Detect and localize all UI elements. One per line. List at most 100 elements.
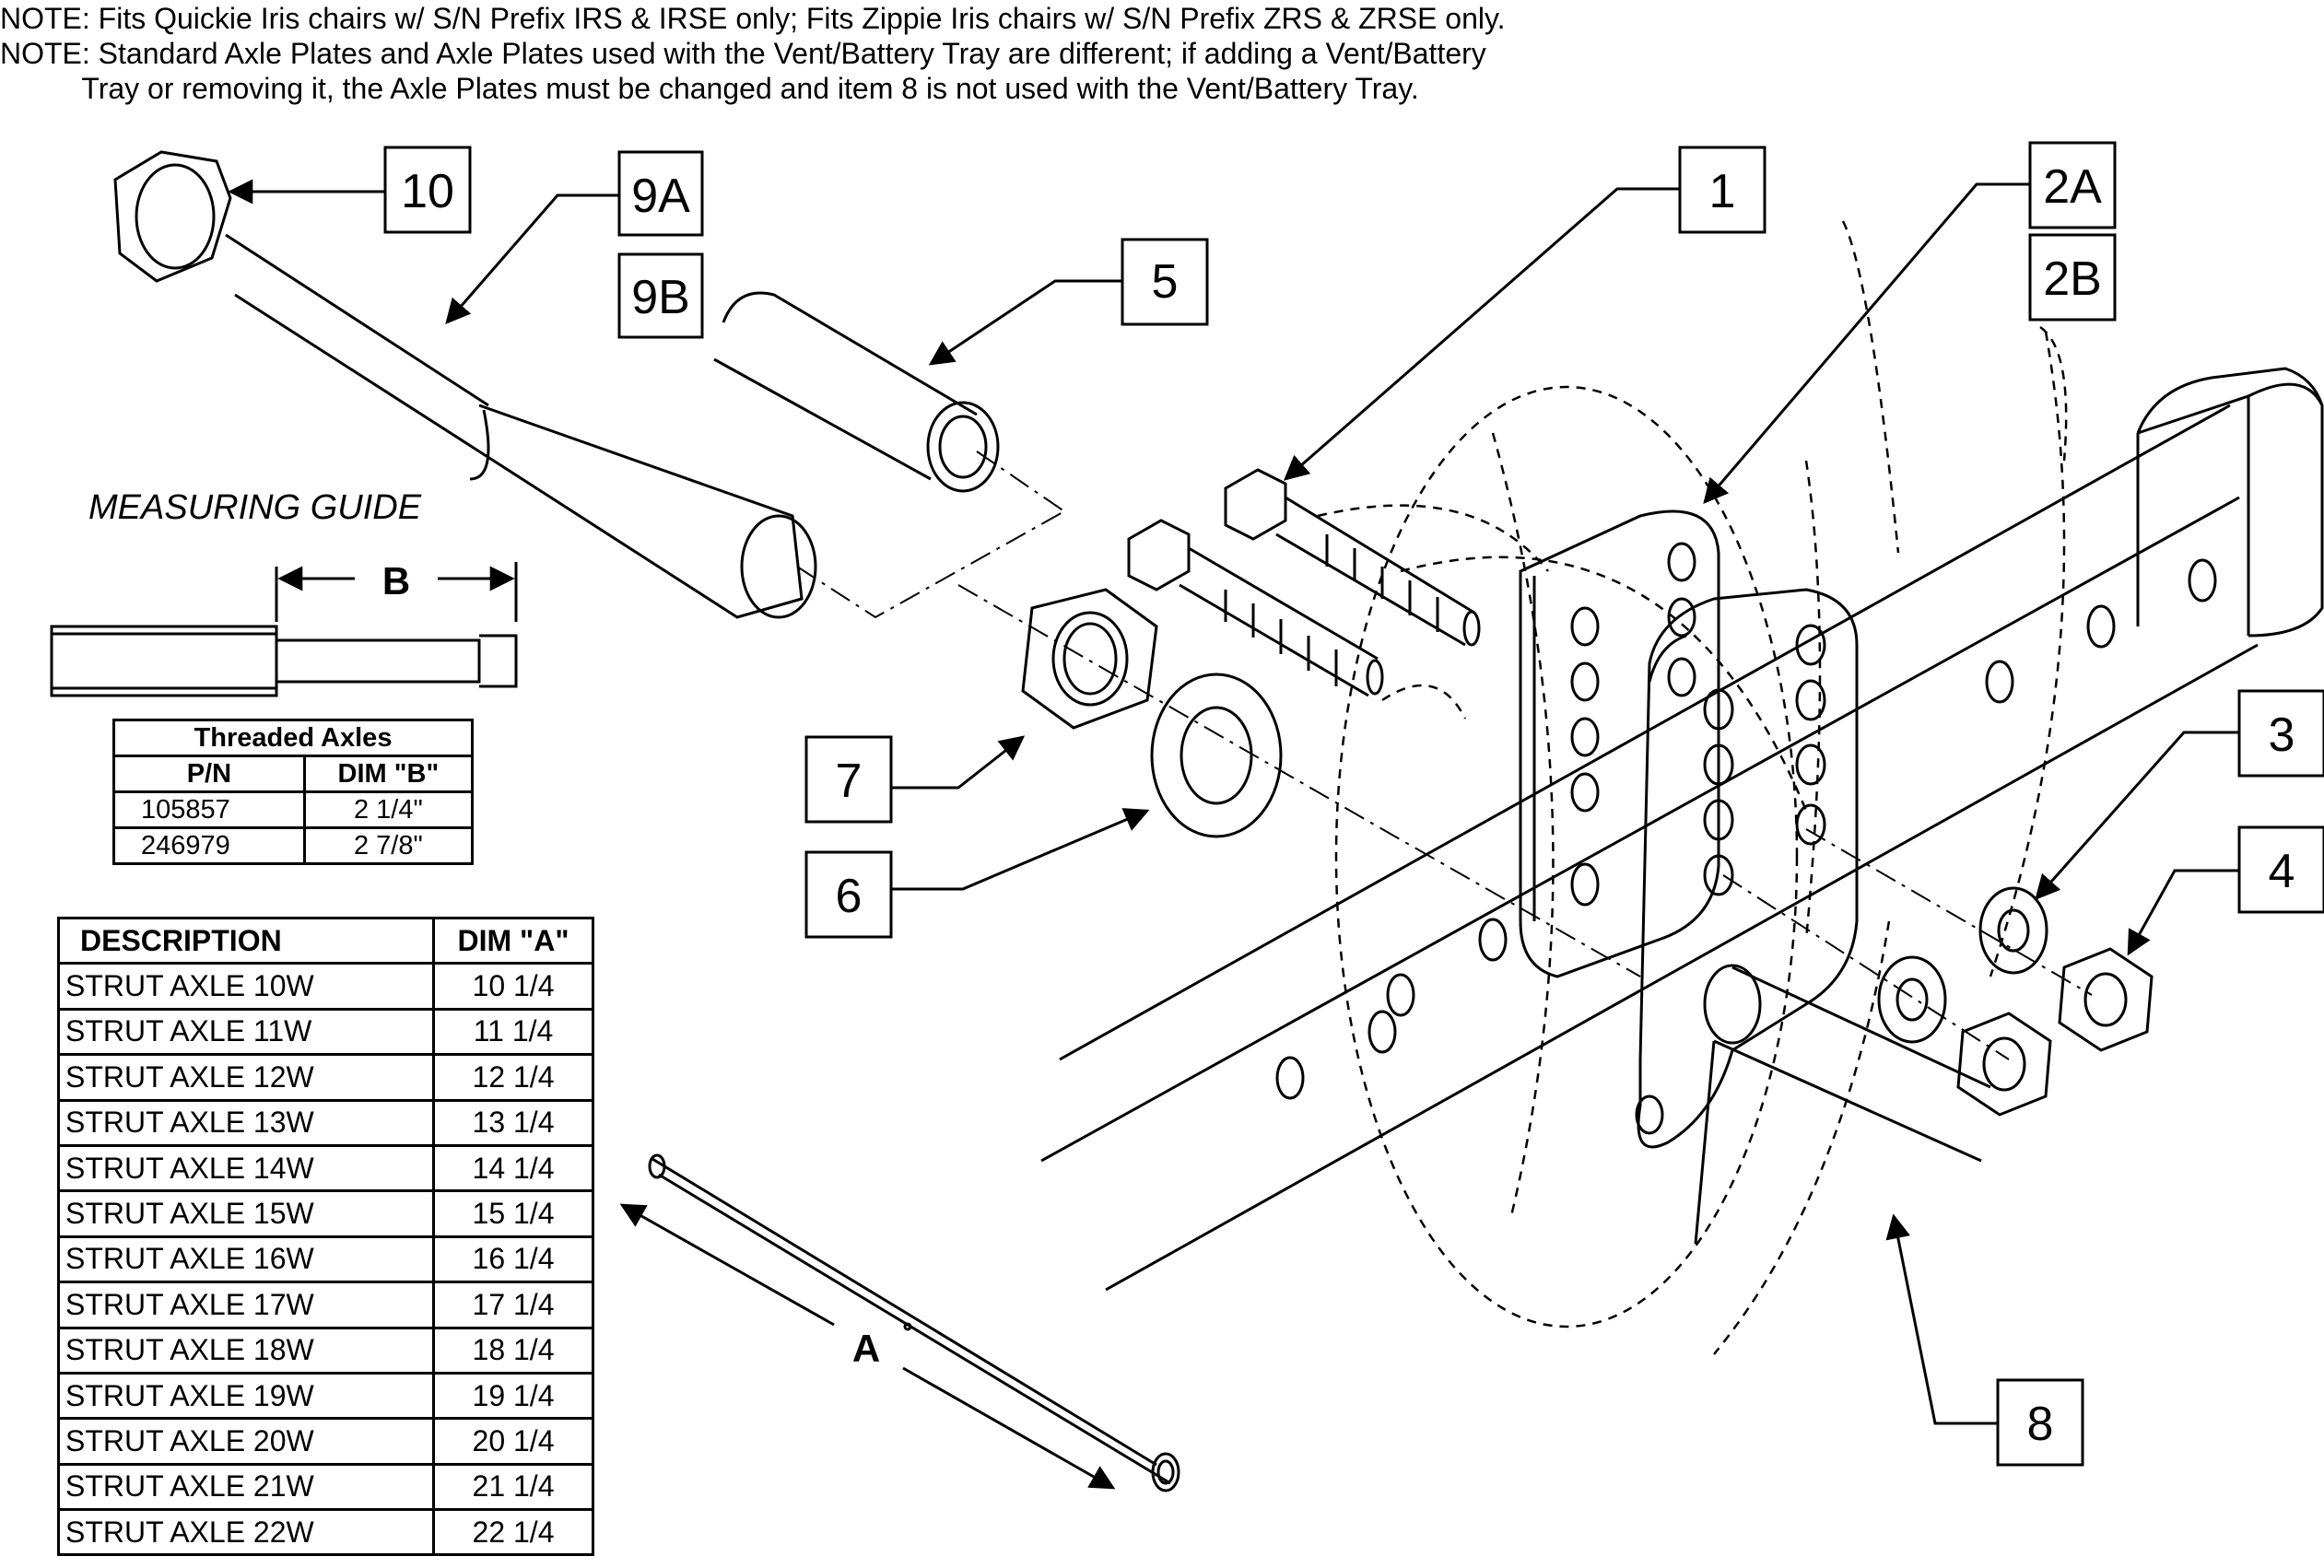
measuring-guide-title: MEASURING GUIDE — [88, 488, 422, 527]
threaded-axle-item-9a — [225, 233, 817, 619]
bolt-upper-second — [1127, 519, 1384, 697]
strut-desc: STRUT AXLE 22W — [57, 1508, 435, 1557]
leader-2b — [2039, 325, 2068, 462]
hex-nut-item-7 — [1021, 588, 1158, 730]
threaded-pn: 105857 — [112, 790, 306, 829]
note-axle-plates: NOTE: Standard Axle Plates and Axle Plat… — [0, 37, 1486, 70]
leader-3 — [2035, 731, 2239, 901]
assembly-centerlines — [796, 451, 2093, 1060]
strut-tube-item-8 — [1694, 964, 1991, 1245]
leader-1 — [1283, 187, 1680, 481]
strut-desc: STRUT AXLE 17W — [57, 1281, 435, 1329]
callout-2a: 2A — [2043, 160, 2102, 214]
locknut-item-4 — [2058, 947, 2154, 1052]
dim-b-label: B — [382, 559, 410, 603]
threaded-pn: 246979 — [112, 826, 306, 865]
strut-dim: 19 1/4 — [432, 1371, 594, 1421]
strut-dim: 21 1/4 — [432, 1462, 594, 1512]
threaded-dim: 2 7/8" — [302, 826, 475, 865]
washer-item-3 — [1978, 886, 2048, 975]
strut-desc: STRUT AXLE 15W — [57, 1189, 435, 1238]
threaded-axles-title: Threaded Axles — [112, 719, 474, 757]
callout-9b: 9B — [631, 271, 690, 324]
strut-dim: 10 1/4 — [432, 962, 594, 1011]
threaded-axles-table: Threaded Axles P/N DIM "B" 105857 2 1/4"… — [112, 719, 475, 865]
strut-desc: STRUT AXLE 19W — [57, 1371, 435, 1421]
strut-axle-a — [648, 1153, 1180, 1492]
strut-dim: 13 1/4 — [432, 1098, 594, 1147]
callout-3: 3 — [2269, 708, 2295, 762]
strut-desc: STRUT AXLE 21W — [57, 1462, 435, 1512]
callout-1: 1 — [1709, 165, 1736, 218]
strut-desc: STRUT AXLE 16W — [57, 1235, 435, 1284]
strut-header-description: DESCRIPTION — [57, 916, 435, 965]
dim-a-arrow-lower — [902, 1366, 1116, 1490]
threaded-header-pn: P/N — [112, 755, 306, 793]
strut-dim: 20 1/4 — [432, 1417, 594, 1466]
threaded-header-dim: DIM "B" — [302, 755, 475, 793]
leader-5 — [928, 279, 1122, 366]
callout-6: 6 — [836, 870, 863, 923]
callout-9a: 9A — [631, 170, 690, 223]
axle-plate-back — [1519, 509, 1720, 978]
strut-desc: STRUT AXLE 11W — [57, 1007, 435, 1057]
measuring-guide-axle — [50, 562, 518, 697]
note-fitment: NOTE: Fits Quickie Iris chairs w/ S/N Pr… — [0, 2, 1506, 35]
strut-dim: 11 1/4 — [432, 1007, 594, 1057]
jam-nut-item-10 — [113, 150, 232, 283]
strut-desc: STRUT AXLE 20W — [57, 1417, 435, 1466]
callout-4: 4 — [2269, 845, 2295, 898]
callout-2b: 2B — [2043, 252, 2102, 306]
callout-8: 8 — [2027, 1398, 2054, 1451]
frame-tube — [1040, 367, 2324, 1292]
strut-desc: STRUT AXLE 13W — [57, 1098, 435, 1147]
dim-a-arrow-upper — [619, 1203, 835, 1327]
locknut-lower — [1956, 1012, 2052, 1117]
strut-dim: 22 1/4 — [432, 1508, 594, 1557]
bolt-item-1 — [1224, 468, 1481, 647]
strut-desc: STRUT AXLE 10W — [57, 962, 435, 1011]
callout-5: 5 — [1152, 255, 1179, 309]
dim-a-label: A — [852, 1327, 880, 1370]
leader-4 — [2127, 869, 2239, 956]
leader-7 — [891, 735, 1026, 790]
threaded-dim: 2 1/4" — [302, 790, 475, 829]
strut-desc: STRUT AXLE 14W — [57, 1143, 435, 1193]
strut-desc: STRUT AXLE 12W — [57, 1053, 435, 1102]
leader-6 — [891, 808, 1150, 891]
washer-lower — [1877, 955, 1947, 1044]
leader-2a — [1703, 182, 2030, 505]
strut-dim: 18 1/4 — [432, 1326, 594, 1375]
callout-7: 7 — [836, 755, 863, 808]
axle-plate-front — [1635, 588, 1859, 1149]
strut-dim: 17 1/4 — [432, 1281, 594, 1329]
callout-10: 10 — [401, 165, 454, 218]
washer-item-6 — [1150, 673, 1283, 838]
strut-dim: 14 1/4 — [432, 1143, 594, 1193]
leader-9a — [445, 193, 619, 325]
strut-dim: 16 1/4 — [432, 1235, 594, 1284]
note-axle-plates-cont: Tray or removing it, the Axle Plates mus… — [0, 72, 1419, 105]
strut-dim: 15 1/4 — [432, 1189, 594, 1238]
table-row: 246979 2 7/8" — [112, 826, 475, 865]
table-row: 105857 2 1/4" — [112, 790, 475, 829]
strut-header-dim: DIM "A" — [432, 916, 594, 965]
spacer-item-5 — [713, 291, 1000, 493]
wheel-outline — [1317, 220, 2066, 1355]
strut-desc: STRUT AXLE 18W — [57, 1326, 435, 1375]
